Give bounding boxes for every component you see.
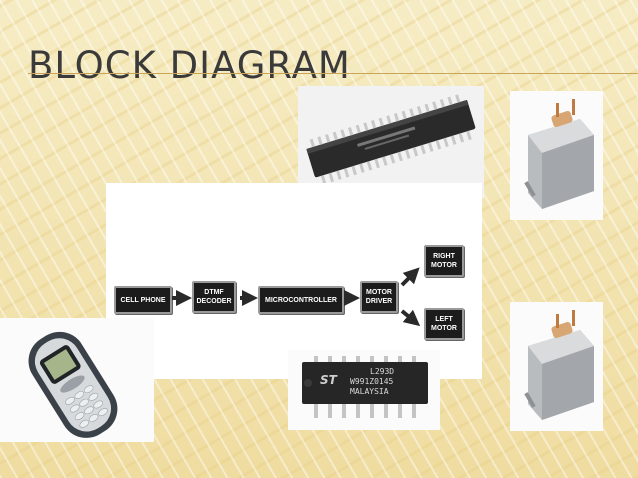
microcontroller-chip-photo bbox=[298, 86, 484, 198]
block-right-motor: RIGHT MOTOR bbox=[424, 245, 464, 277]
block-microcontroller: MICROCONTROLLER bbox=[258, 286, 344, 314]
chip-marking-1: L293D bbox=[370, 367, 394, 376]
arrow-driver-to-left bbox=[400, 309, 421, 327]
title-underline bbox=[28, 73, 638, 74]
block-diagram-panel: CELL PHONE DTMF DECODER MICROCONTROLLER … bbox=[106, 183, 482, 379]
block-dtmf-decoder: DTMF DECODER bbox=[192, 281, 236, 313]
cell-phone-photo bbox=[0, 318, 154, 442]
chip-marking-2: W991Z0145 bbox=[350, 377, 394, 386]
block-motor-driver: MOTOR DRIVER bbox=[360, 281, 398, 313]
dc-motor-photo-top bbox=[510, 91, 603, 220]
motor-driver-chip-photo: ST L293D W991Z0145 MALAYSIA bbox=[288, 350, 440, 430]
block-cell-phone: CELL PHONE bbox=[114, 286, 172, 314]
chip-marking-3: MALAYSIA bbox=[350, 387, 389, 396]
slide-title: BLOCK DIAGRAM bbox=[28, 44, 351, 87]
dc-motor-photo-bottom bbox=[510, 302, 603, 431]
arrow-driver-to-right bbox=[400, 267, 420, 287]
block-left-motor: LEFT MOTOR bbox=[424, 308, 464, 340]
diagram-arrows bbox=[172, 267, 421, 327]
svg-text:ST: ST bbox=[320, 373, 338, 387]
